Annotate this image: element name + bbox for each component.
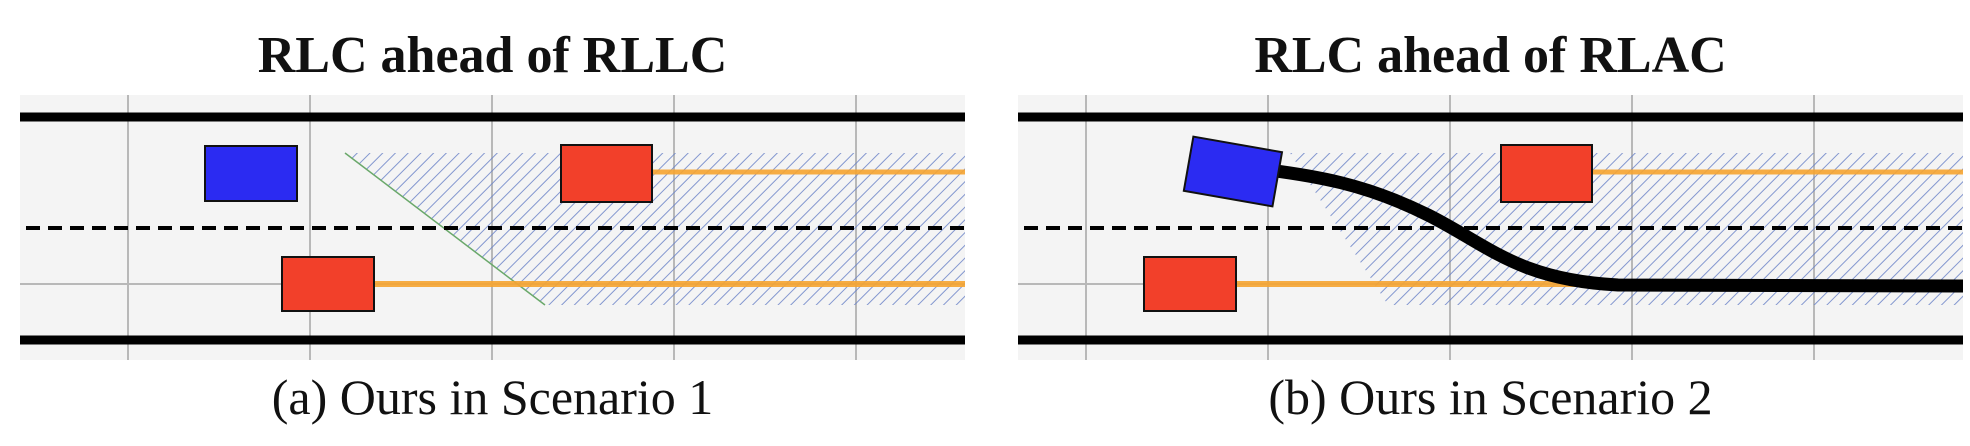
lead-vehicle — [560, 144, 653, 203]
panel-caption: (a) Ours in Scenario 1 — [271, 369, 714, 425]
lead-vehicle — [1500, 144, 1593, 203]
ego-trajectory — [1236, 160, 1963, 293]
adjacent-lane-vehicle — [281, 256, 375, 312]
road-scene — [1018, 95, 1963, 360]
ego-vehicle — [1182, 135, 1284, 208]
panel-title: RLC ahead of RLAC — [1254, 27, 1727, 84]
panel-caption: (b) Ours in Scenario 2 — [1268, 369, 1713, 425]
road-scene — [20, 95, 965, 360]
ego-vehicle — [204, 145, 298, 202]
panel-scenario-2: RLC ahead of RLAC (b) Ours in Scenario 2 — [1018, 0, 1963, 446]
panel-scenario-1: RLC ahead of RLLC (a) Ours — [20, 0, 965, 446]
panel-title: RLC ahead of RLLC — [257, 27, 728, 84]
adjacent-lane-vehicle — [1143, 256, 1237, 312]
